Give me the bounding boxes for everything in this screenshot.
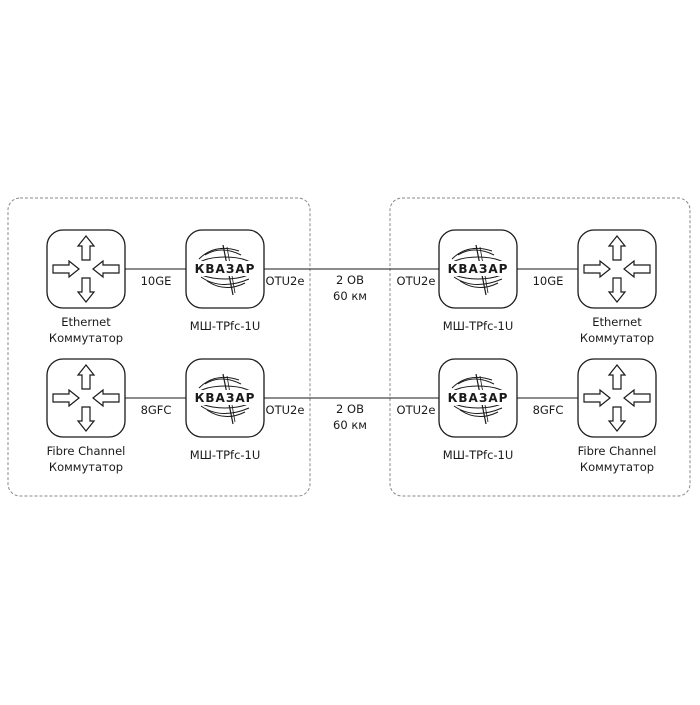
right-client-port: 8GFC — [532, 403, 564, 417]
left-line-port: OTU2e — [265, 274, 305, 288]
left-client-port: 8GFC — [140, 403, 172, 417]
kvazar-logo-icon: КВАЗАР — [444, 244, 512, 296]
left-switch-type: Коммутатор — [48, 331, 124, 345]
right-line-port: OTU2e — [396, 274, 436, 288]
right-switch-type: Коммутатор — [579, 331, 655, 345]
logo-text: КВАЗАР — [195, 391, 256, 405]
right-switch-name: Ethernet — [592, 315, 642, 329]
left-switch-type: Коммутатор — [48, 460, 124, 474]
right-device-name: МШ-TPfc-1U — [442, 448, 514, 462]
logo-text: КВАЗАР — [448, 262, 509, 276]
left-switch-name: Fibre Channel — [46, 444, 126, 458]
switch-arrows-icon — [52, 235, 120, 303]
left-transponder: КВАЗАР — [185, 229, 265, 309]
switch-arrows-icon — [52, 364, 120, 432]
link-distance: 60 км — [333, 289, 367, 303]
left-line-port: OTU2e — [265, 403, 305, 417]
left-device-name: МШ-TPfc-1U — [189, 448, 261, 462]
link-distance: 60 км — [333, 418, 367, 432]
right-device-name: МШ-TPfc-1U — [442, 319, 514, 333]
link-fibers: 2 ОВ — [336, 402, 364, 416]
right-switch-type: Коммутатор — [579, 460, 655, 474]
left-transponder: КВАЗАР — [185, 358, 265, 438]
logo-text: КВАЗАР — [448, 391, 509, 405]
left-switch — [46, 358, 126, 438]
left-switch — [46, 229, 126, 309]
link-fibers: 2 ОВ — [336, 273, 364, 287]
left-device-name: МШ-TPfc-1U — [189, 319, 261, 333]
site-b-group — [389, 197, 691, 497]
right-client-port: 10GE — [532, 274, 564, 288]
right-line-port: OTU2e — [396, 403, 436, 417]
switch-arrows-icon — [583, 235, 651, 303]
left-switch-name: Ethernet — [61, 315, 111, 329]
right-switch — [577, 358, 657, 438]
switch-arrows-icon — [583, 364, 651, 432]
right-switch-name: Fibre Channel — [577, 444, 657, 458]
right-transponder: КВАЗАР — [438, 229, 518, 309]
kvazar-logo-icon: КВАЗАР — [444, 373, 512, 425]
right-transponder: КВАЗАР — [438, 358, 518, 438]
right-switch — [577, 229, 657, 309]
left-client-port: 10GE — [140, 274, 172, 288]
logo-text: КВАЗАР — [195, 262, 256, 276]
kvazar-logo-icon: КВАЗАР — [191, 244, 259, 296]
kvazar-logo-icon: КВАЗАР — [191, 373, 259, 425]
